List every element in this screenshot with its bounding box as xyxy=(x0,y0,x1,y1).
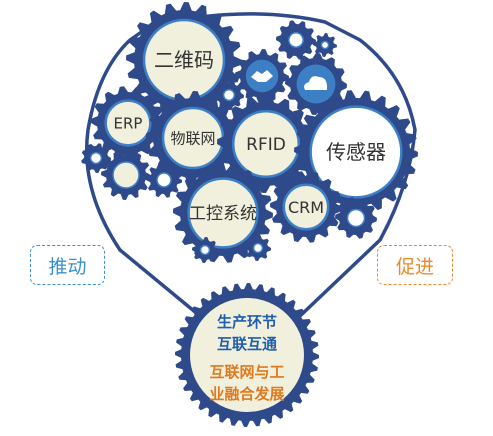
promote-label-text: 促进 xyxy=(395,255,434,278)
gear-small-e xyxy=(101,150,151,200)
gear-label: 二维码 xyxy=(154,48,214,72)
gear-small-a xyxy=(276,20,316,60)
gear-rfid: RFID xyxy=(217,95,315,193)
gear-hub xyxy=(156,172,172,188)
gear-handshake xyxy=(235,49,289,103)
gear-small-h xyxy=(192,237,218,263)
gear-label: 工控系统 xyxy=(189,204,257,224)
gear-label: CRM xyxy=(288,198,324,217)
gear-hub xyxy=(112,161,140,189)
gear-hub xyxy=(104,99,152,147)
gear-cloud xyxy=(285,53,347,115)
push-label-text: 推动 xyxy=(48,255,87,278)
gear-hub xyxy=(231,109,301,179)
gear-label: ERP xyxy=(114,114,143,132)
gear-hub xyxy=(282,183,330,231)
promote-label: 促进 xyxy=(377,245,453,285)
gear-small-b xyxy=(313,33,337,57)
gear-label: 传感器 xyxy=(326,140,386,164)
gear-iot: 物联网 xyxy=(146,91,240,185)
bottom-gear-hub xyxy=(190,298,304,412)
bottom-gear-text-line1: 生产环节 xyxy=(217,313,277,331)
gear-label: RFID xyxy=(246,135,286,155)
gear-hub xyxy=(320,40,330,50)
cloud-icon xyxy=(304,76,328,90)
gear-erp: ERP xyxy=(91,86,165,160)
push-label: 推动 xyxy=(30,245,105,285)
gear-hub xyxy=(309,105,403,199)
belt-outline xyxy=(84,12,417,318)
gear-hub xyxy=(252,242,264,254)
gear-hub xyxy=(288,32,304,48)
gear-qrcode: 二维码 xyxy=(126,2,242,118)
gear-hub xyxy=(222,88,236,102)
gear-sensor: 传感器 xyxy=(294,90,418,214)
gear-small-c xyxy=(214,80,244,110)
handshake-icon xyxy=(251,70,273,82)
gear-small-f xyxy=(146,162,182,198)
bottom-gear-text-line3: 互联网与工 xyxy=(209,363,284,381)
bottom-gear-text-line2: 互联互通 xyxy=(217,335,277,353)
gear-ics: 工控系统 xyxy=(173,163,273,263)
gear-hub xyxy=(199,244,211,256)
gear-hub xyxy=(187,177,259,249)
gear-crm: CRM xyxy=(270,171,342,243)
gear-small-d xyxy=(81,143,111,173)
gear-label: 物联网 xyxy=(170,129,215,147)
gear-hub xyxy=(346,208,366,228)
gear-hub xyxy=(89,151,103,165)
bottom-gear-text-line4: 业融合发展 xyxy=(209,385,284,403)
gear-small-i xyxy=(245,235,271,261)
gear-small-g xyxy=(335,197,377,239)
